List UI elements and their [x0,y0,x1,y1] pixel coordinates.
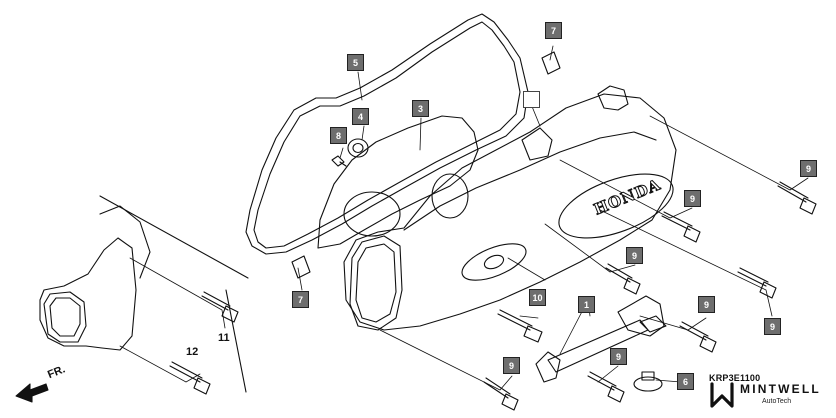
bolt-right-lower [737,267,777,299]
gasket-outline [245,13,529,255]
callout-10: 10 [529,289,546,306]
inner-cover-boss [431,173,469,219]
callout-9-bottom: 9 [503,357,520,374]
brace-rod [547,319,649,373]
brace-bracket-cap [639,315,667,333]
callout-3: 3 [412,100,429,117]
screw-small [331,155,347,167]
main-cover-outline [343,93,677,331]
intake-hose-mouth [43,291,87,343]
bolt-lower [587,371,625,403]
inner-cover-plate [317,115,479,249]
main-cover-ridge [403,131,657,231]
callout-9-right-lower: 9 [764,318,781,335]
damper-stud [641,371,655,381]
seal-ring [347,138,369,158]
bolt-bracket [679,321,717,353]
dowel-pin-top [541,51,561,75]
callout-4: 4 [352,108,369,125]
callout-9-bracket: 9 [698,296,715,313]
bolt-center [605,263,641,295]
intake-hose-upper [99,205,151,279]
brand-subtitle: AutoTech [762,398,792,405]
callout-9-right-top: 9 [800,160,817,177]
inner-cover-hole [343,191,401,237]
cover-mount-tab [521,127,553,161]
diagram-code: KRP3E1100 [709,373,761,383]
honda-emblem-plate [558,173,674,239]
brace-end [535,351,561,383]
bolt-10 [497,309,543,343]
damper-rubber [633,376,663,392]
label-12: 12 [186,346,199,358]
callout-9-center: 9 [626,247,643,264]
brand-logo-mark [710,382,734,408]
cover-intake-duct [349,235,403,331]
frame-section-lower [225,289,247,393]
callout-9-lower: 9 [610,348,627,365]
brand-name: MINTWELL [740,382,821,396]
callout-5: 5 [347,54,364,71]
brace-bracket [617,295,665,337]
bolt-11 [201,291,239,323]
label-11: 11 [218,332,230,344]
bolt-right-top [777,181,817,215]
cover-intake-duct-inner [355,243,397,323]
dowel-pin-lower [291,255,311,279]
seal-ring-inner [352,142,364,154]
bolt-12 [169,361,211,395]
bolt-bottom [483,377,519,411]
gasket-inner-outline [253,21,521,249]
callout-blank [523,91,540,108]
cover-top-bracket [597,85,629,111]
front-arrow [15,383,49,403]
intake-hose [39,237,137,351]
callout-9-right-mid: 9 [684,190,701,207]
callout-1: 1 [578,296,595,313]
bolt-right-mid [661,211,701,243]
callout-7-lower: 7 [292,291,309,308]
intake-hose-mouth-inner [49,297,81,337]
cover-window-inner [483,254,505,270]
callout-6: 6 [677,373,694,390]
callout-8: 8 [330,127,347,144]
callout-7-top: 7 [545,22,562,39]
cover-window [461,243,527,281]
